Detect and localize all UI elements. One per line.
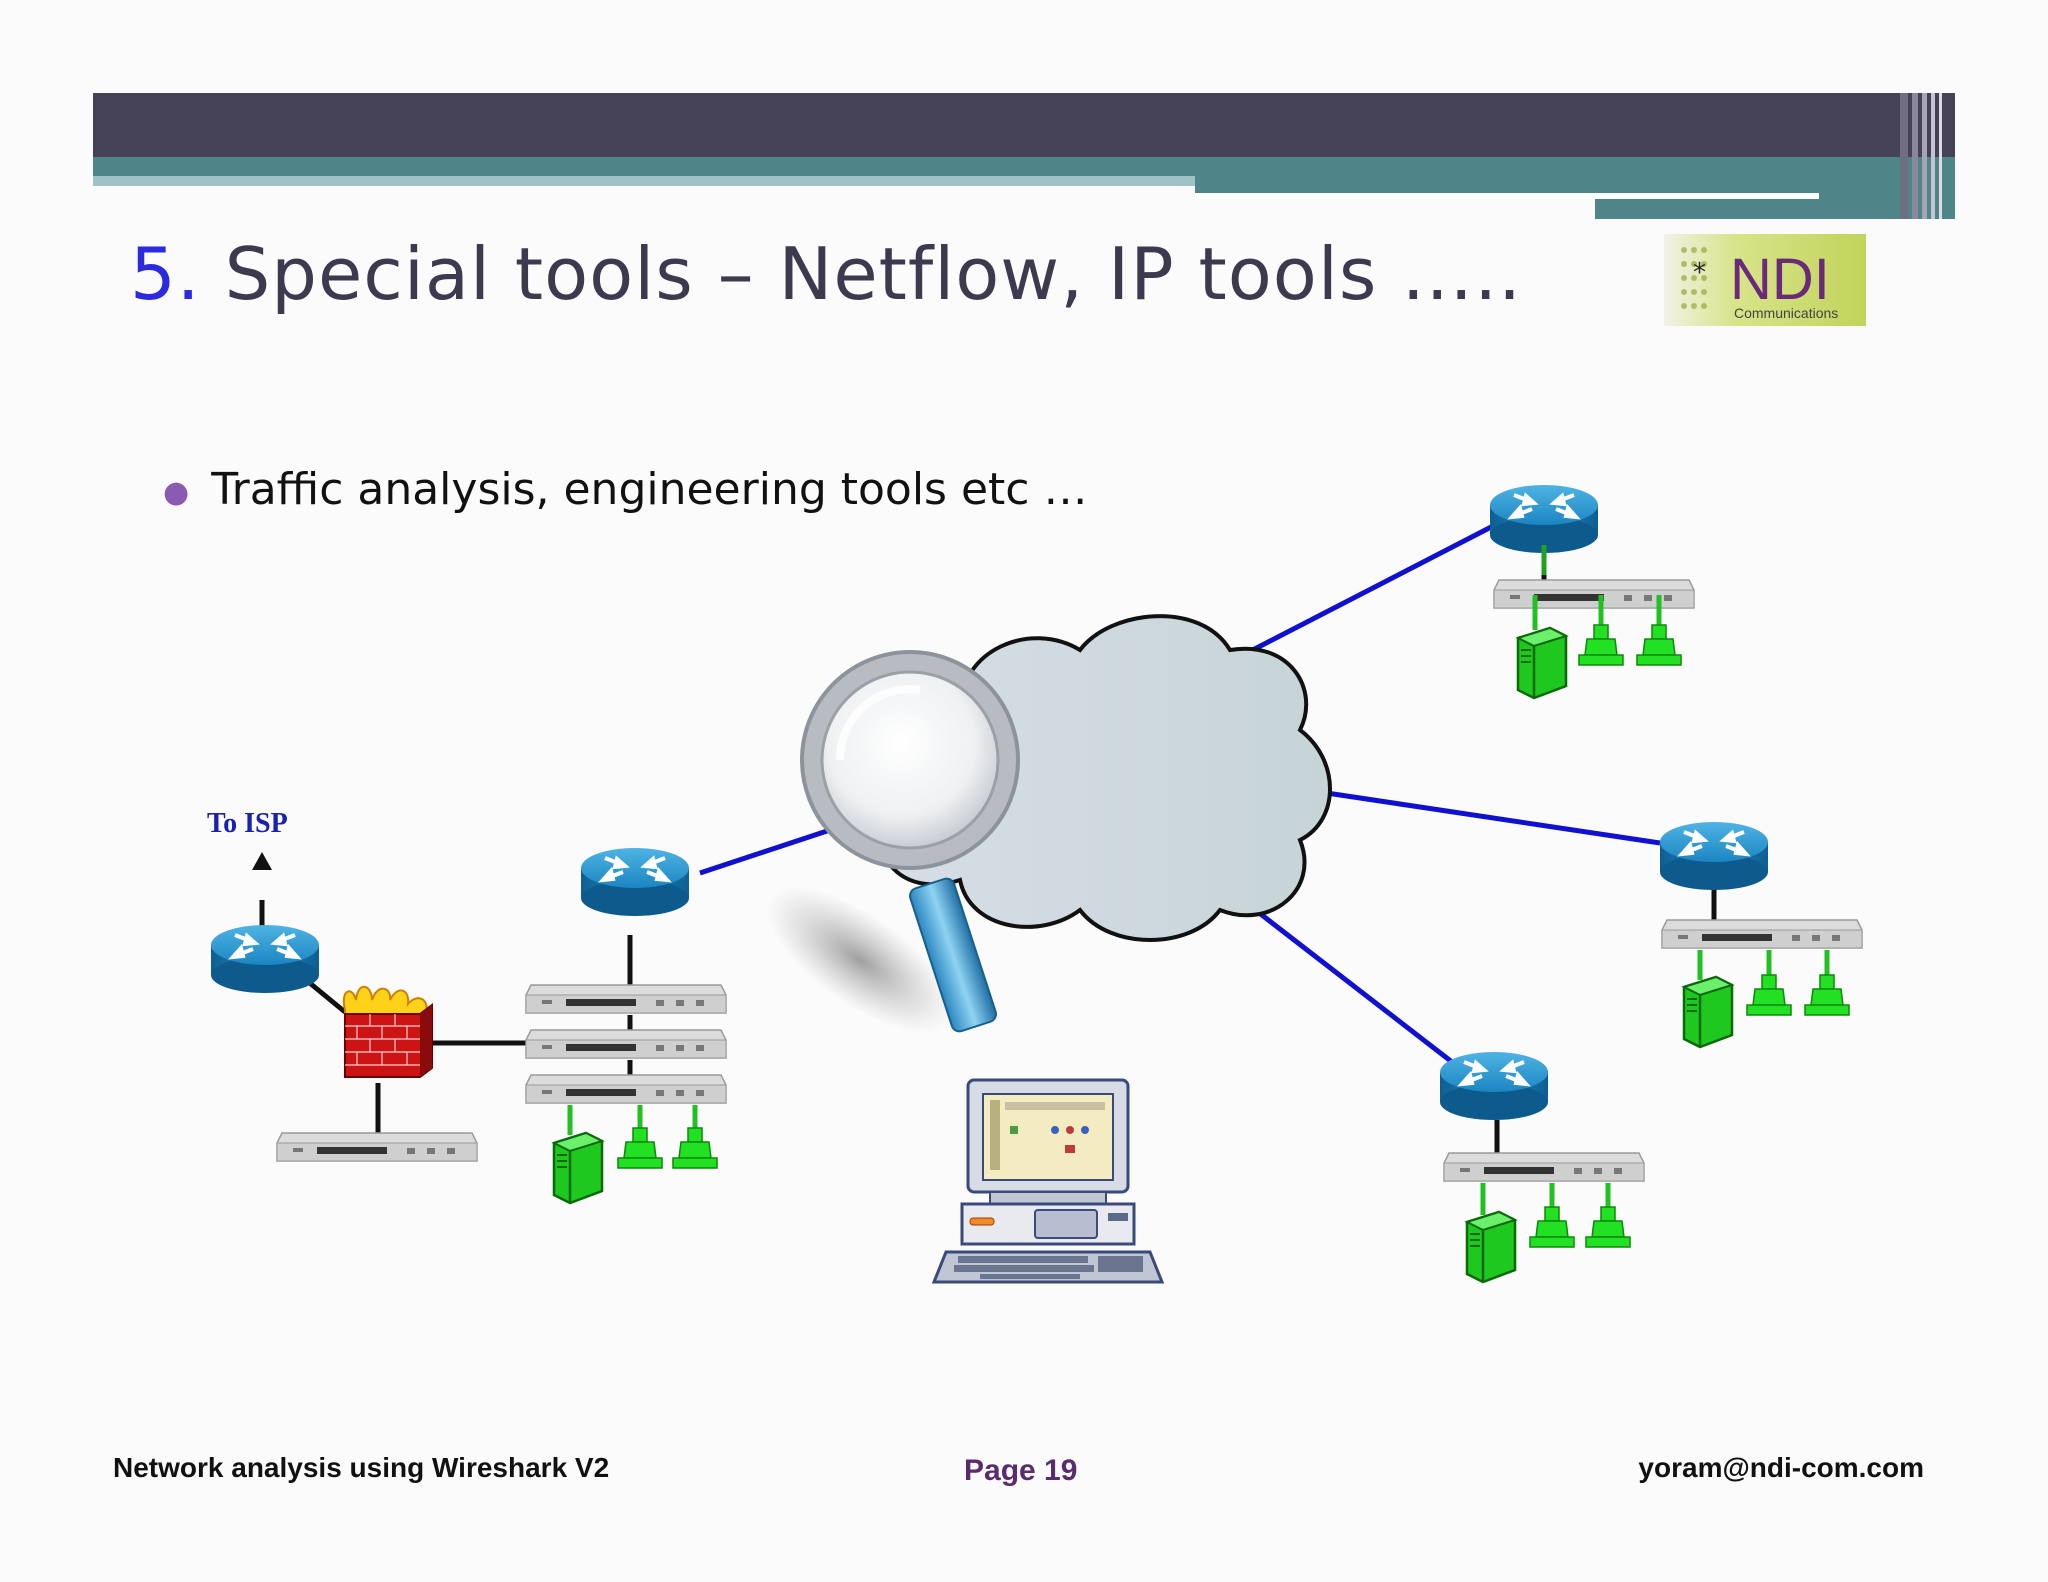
edge-router-icon [209, 923, 321, 995]
header-bar-teal-step [1195, 176, 1955, 193]
header-bar-light [93, 176, 1195, 186]
server-icon [1465, 1210, 1517, 1284]
server-icon [1682, 975, 1734, 1049]
magnifier-shadow [766, 886, 954, 1034]
isp-label: To ISP [207, 808, 288, 839]
header-bar-white-line [1195, 193, 1819, 199]
server-icon [1516, 626, 1568, 700]
title-number: 5. [130, 232, 201, 316]
router-bottom-right-icon [1438, 1050, 1550, 1122]
bullet-dot-icon: ● [163, 474, 190, 510]
page-number: Page 19 [964, 1454, 1078, 1487]
router-right-icon [1658, 820, 1770, 892]
workstation-icon [1585, 1206, 1631, 1248]
workstation-icon [617, 1127, 663, 1169]
monitoring-pc-icon [931, 1078, 1165, 1284]
workstation-icon [1529, 1206, 1575, 1248]
footer-email: yoram@ndi-com.com [1638, 1452, 1924, 1483]
logo-star: * [1693, 258, 1706, 288]
bullet-text: Traffic analysis, engineering tools etc … [211, 464, 1088, 515]
header-end-stripes [1900, 93, 1942, 219]
switch-icon [1443, 1152, 1645, 1182]
switch-icon [525, 1029, 727, 1059]
workstation-icon [1636, 624, 1682, 666]
core-router-icon [579, 846, 691, 918]
switch-icon [1493, 579, 1695, 609]
page-title: 5. Special tools – Netflow, IP tools ….. [130, 232, 1522, 316]
ndi-logo: * NDI Communications [1664, 234, 1866, 326]
footer-title: Network analysis using Wireshark V2 [113, 1452, 610, 1483]
firewall-icon [342, 985, 433, 1078]
wan-links [699, 522, 1661, 1064]
switch-icon [525, 1074, 727, 1104]
server-icon [552, 1131, 604, 1205]
switch-icon [525, 984, 727, 1014]
magnifier-icon [800, 650, 1020, 1033]
router-top-right-icon [1488, 483, 1600, 555]
header-bar-teal [93, 157, 1955, 176]
header-bar-dark [93, 93, 1955, 157]
workstation-icon [1578, 624, 1624, 666]
workstation-icon [1804, 974, 1850, 1016]
host-links [567, 545, 1830, 1215]
logo-subtitle: Communications [1734, 305, 1838, 321]
logo-brand: NDI [1730, 247, 1830, 312]
workstation-icon [1746, 974, 1792, 1016]
isp-arrow-icon [252, 852, 272, 870]
bullet-item: ● Traffic analysis, engineering tools etc… [163, 464, 1087, 515]
title-text: Special tools – Netflow, IP tools ….. [224, 232, 1523, 316]
workstation-icon [672, 1127, 718, 1169]
switch-icon [276, 1132, 478, 1162]
switch-icon [1661, 919, 1863, 949]
